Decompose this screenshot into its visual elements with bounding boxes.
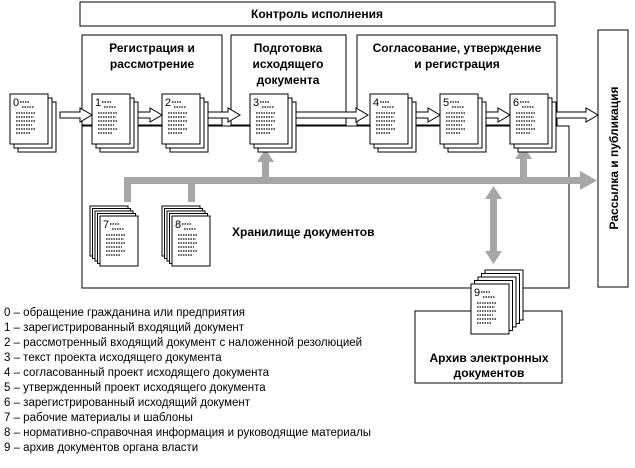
legend: 0 – обращение гражданина или предприятия… [4,307,371,454]
legend-item-9: 9 – архив документов органа власти [4,442,198,454]
document-flow-arrows [59,107,599,123]
document-7-number: 7 [103,219,109,231]
control-title: Контроль исполнения [251,7,383,21]
document-1: 1 [91,93,139,153]
stage-approval-title-2: и регистрация [414,57,499,71]
control-box [79,1,556,27]
archive-label-1: Архив электронных [429,351,548,365]
storage-bus [124,146,597,264]
document-2-number: 2 [165,97,171,109]
storage-label: Хранилище документов [232,225,374,239]
document-3-number: 3 [253,97,259,109]
stage-preparation-title-2: исходящего [252,57,323,71]
document-0-number: 0 [13,97,19,109]
document-2: 2 [161,93,209,153]
document-8-number: 8 [175,219,181,231]
document-3: 3 [249,93,297,153]
document-6-number: 6 [513,97,519,109]
legend-item-2: 2 – рассмотренный входящий документ с на… [4,337,362,349]
legend-item-0: 0 – обращение гражданина или предприятия [4,307,245,319]
distribution-label: Рассылка и публикация [607,87,621,230]
document-5-number: 5 [443,97,449,109]
legend-item-4: 4 – согласованный проект исходящего доку… [4,367,270,379]
document-9: 9 [470,269,524,335]
document-4-number: 4 [373,97,379,109]
legend-item-6: 6 – зарегистрированный исходящий докумен… [4,397,251,409]
stage-registration-title-2: рассмотрение [110,57,195,71]
legend-item-3: 3 – текст проекта исходящего документа [4,352,222,364]
document-7: 7 [89,205,139,267]
legend-item-5: 5 – утвержденный проект исходящего докум… [4,382,266,394]
document-4: 4 [369,93,417,153]
stage-approval-title-1: Согласование, утверждение [373,41,542,55]
legend-item-8: 8 – нормативно-справочная информация и р… [4,427,371,439]
document-6: 6 [509,93,557,153]
legend-item-7: 7 – рабочие материалы и шаблоны [4,412,193,424]
document-8: 8 [161,205,211,267]
document-0: 0 [9,93,57,153]
distribution-box [597,29,629,288]
document-1-number: 1 [95,97,101,109]
stage-registration-title-1: Регистрация и [109,41,195,55]
legend-item-1: 1 – зарегистрированный входящий документ [4,322,245,334]
document-9-number: 9 [474,287,480,299]
stage-preparation-title-3: документа [257,73,320,87]
stage-preparation-title-1: Подготовка [254,41,323,55]
document-5: 5 [439,93,487,153]
archive-label-2: документов [454,366,525,380]
